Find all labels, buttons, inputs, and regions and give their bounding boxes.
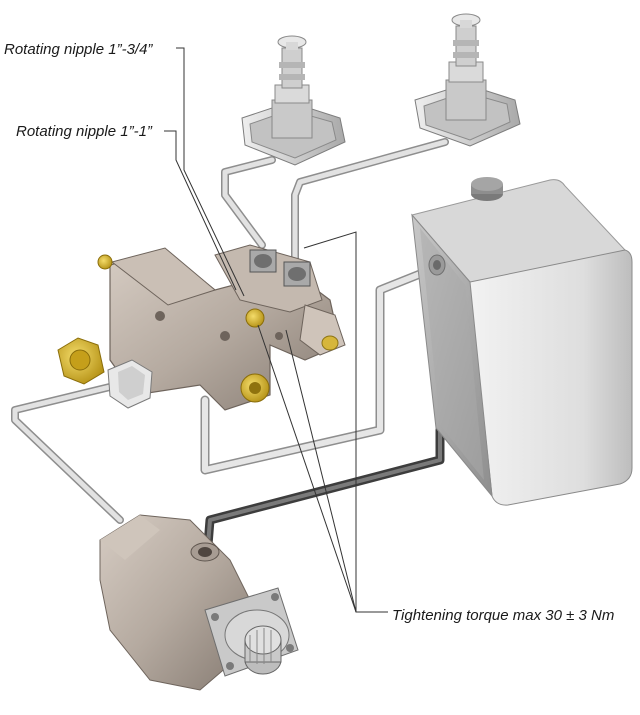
brass-plug-top — [97, 254, 113, 270]
hydraulic-pump — [99, 514, 299, 691]
valve-left — [241, 35, 346, 166]
leader-torque-1 — [303, 231, 388, 613]
label-rotating-nipple-3-4: Rotating nipple 1”-3/4” — [4, 41, 153, 58]
label-tightening-torque: Tightening torque max 30 ± 3 Nm — [392, 607, 615, 624]
distributor-block — [57, 244, 346, 411]
brass-plug-mid — [245, 308, 265, 328]
leader-lines — [164, 47, 388, 613]
leader-nipple-3-4 — [176, 47, 245, 297]
leader-nipple-1-1 — [164, 130, 237, 291]
label-rotating-nipple-1-1: Rotating nipple 1”-1” — [16, 123, 152, 140]
valve-right — [414, 13, 521, 147]
pipes — [11, 138, 449, 550]
oil-tank — [411, 177, 633, 506]
